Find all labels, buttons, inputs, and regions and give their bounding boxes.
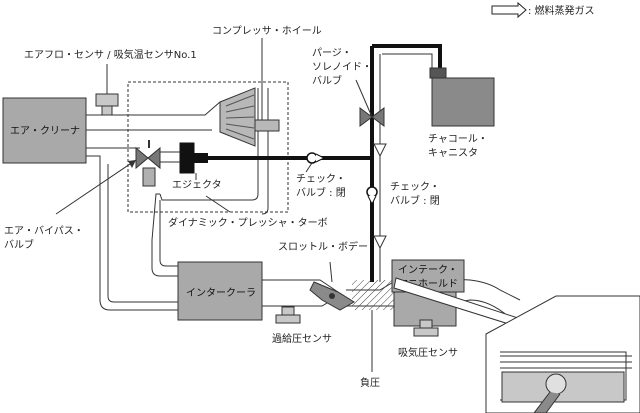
- compressor-outlet: [159, 88, 259, 201]
- air-bypass-valve: エア・バイパス・ バルブ: [4, 140, 161, 251]
- manifold-runner: [394, 275, 521, 301]
- air-cleaner: エア・クリーナ: [2, 97, 87, 164]
- check-valve-a: チェック・ バルブ : 閉: [296, 152, 346, 199]
- intake-pipe: [86, 101, 221, 116]
- intake-pressure-sensor: 吸気圧センサ: [398, 319, 458, 359]
- bypass-pipe-inner: [107, 164, 178, 303]
- svg-text:エア・バイパス・: エア・バイパス・: [4, 225, 84, 237]
- ejector: エジェクタ: [160, 142, 222, 191]
- canister-line: [372, 44, 442, 72]
- svg-text:チャコール・: チャコール・: [428, 133, 488, 145]
- legend-arrow-icon: [491, 1, 527, 19]
- ic-to-throttle-2: [262, 299, 333, 307]
- turbo-dashed-box: [127, 81, 289, 213]
- svg-text:インテーク・: インテーク・: [398, 264, 458, 276]
- svg-text:過給圧センサ: 過給圧センサ: [272, 332, 332, 345]
- svg-text:キャニスタ: キャニスタ: [428, 147, 478, 159]
- vapor-flow: [375, 49, 437, 282]
- svg-text:エア・クリーナ: エア・クリーナ: [10, 125, 80, 137]
- purge-solenoid-valve: パージ・ ソレノイド・ バルブ: [312, 47, 385, 127]
- check-valve-b: チェック・ バルブ : 閉: [366, 181, 440, 207]
- ic-to-throttle: [262, 279, 339, 293]
- negative-pressure-zone: 負圧: [352, 280, 395, 389]
- to-intercooler-2: [159, 200, 178, 267]
- legend-label: : 燃料蒸発ガス: [528, 4, 595, 17]
- airflow-sensor: エアフロ・センサ / 吸気温センサNo.1: [24, 48, 197, 116]
- svg-text:バルブ: バルブ: [4, 238, 34, 251]
- svg-text:パージ・: パージ・: [312, 47, 352, 59]
- compressor-outlet-outer: [261, 88, 269, 215]
- svg-text:吸気圧センサ: 吸気圧センサ: [398, 346, 458, 359]
- engine-cylinder: [485, 295, 640, 413]
- svg-text:バルブ : 閉: バルブ : 閉: [390, 194, 440, 207]
- dynamic-pressure-turbo-label: ダイナミック・プレッシャ・ターボ: [168, 216, 328, 229]
- compressor-wheel-label: コンプレッサ・ホイール: [212, 25, 322, 37]
- charcoal-canister: チャコール・ キャニスタ: [428, 67, 495, 159]
- svg-text:負圧: 負圧: [360, 377, 380, 389]
- svg-text:バルブ : 閉: バルブ : 閉: [296, 186, 346, 199]
- legend: : 燃料蒸発ガス: [491, 1, 595, 19]
- bypass-pipe-low: [86, 155, 178, 311]
- svg-text:チェック・: チェック・: [296, 173, 346, 185]
- boost-pressure-sensor: 過給圧センサ: [272, 306, 332, 345]
- purge-lines: [208, 44, 442, 282]
- airflow-sensor-label: エアフロ・センサ / 吸気温センサNo.1: [24, 48, 197, 61]
- svg-text:チェック・: チェック・: [390, 181, 440, 193]
- svg-text:スロットル・ボデー: スロットル・ボデー: [278, 240, 368, 253]
- compressor-wheel: コンプレッサ・ホイール: [212, 25, 322, 147]
- intercooler: インタークーラ: [177, 261, 263, 321]
- svg-text:ソレノイド・: ソレノイド・: [312, 62, 372, 73]
- throttle-body: スロットル・ボデー: [278, 240, 368, 311]
- svg-text:インタークーラ: インタークーラ: [186, 287, 256, 299]
- to-intercooler: [151, 193, 178, 277]
- svg-text:バルブ: バルブ: [312, 74, 342, 87]
- vapor-arrows: [373, 143, 387, 250]
- svg-text:エジェクタ: エジェクタ: [172, 179, 222, 191]
